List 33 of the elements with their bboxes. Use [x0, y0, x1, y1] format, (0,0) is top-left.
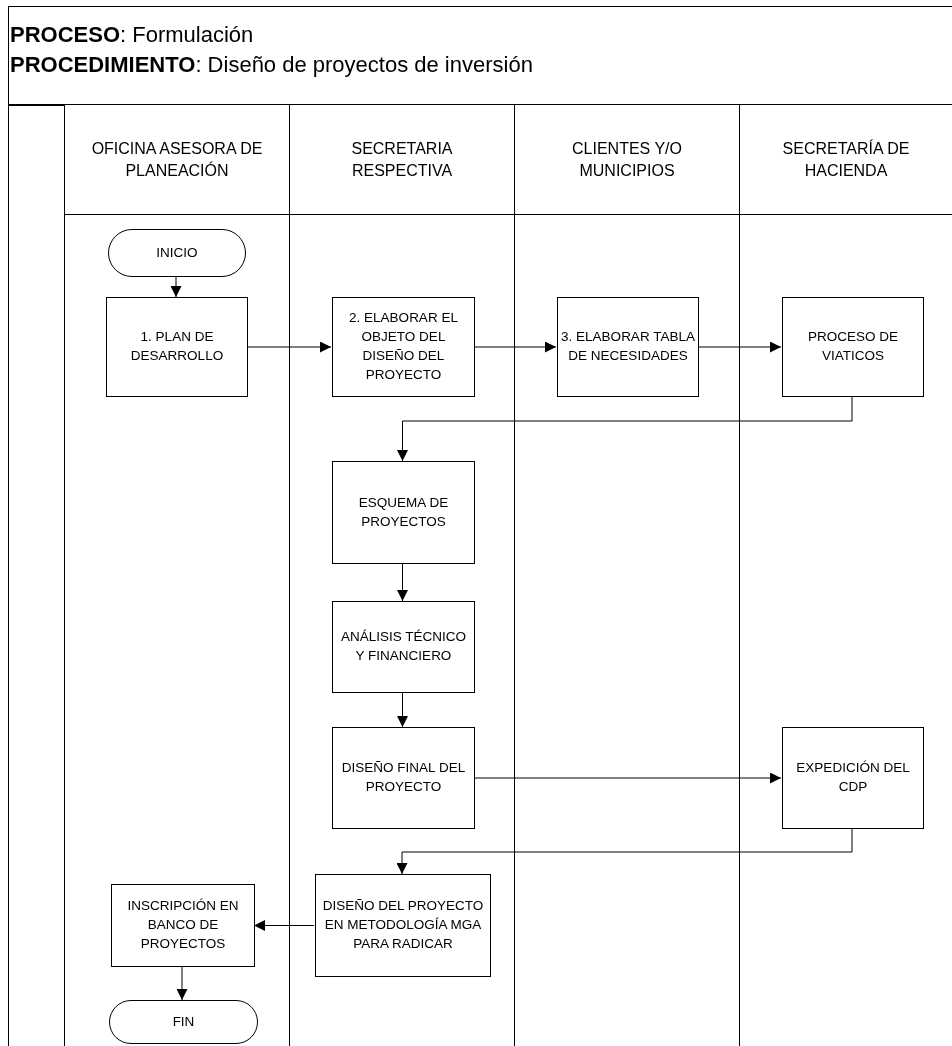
lane-header: OFICINA ASESORA DE PLANEACIÓN	[90, 138, 264, 181]
procedure-title: PROCEDIMIENTO: Diseño de proyectos de inversión	[10, 52, 533, 78]
arrow	[170, 276, 182, 298]
arrow	[397, 396, 853, 462]
lane-header: SECRETARIA RESPECTIVA	[350, 138, 454, 181]
swimlane	[514, 105, 739, 1046]
arrow	[396, 828, 853, 875]
process-box: DISEÑO DEL PROYECTO EN METODOLOGÍA MGA PARA RADICAR	[315, 874, 491, 977]
arrow	[253, 920, 315, 931]
process-box: INSCRIPCIÓN EN BANCO DE PROYECTOS	[111, 884, 255, 967]
process-box: ESQUEMA DE PROYECTOS	[332, 461, 475, 564]
swimlane	[64, 105, 289, 1046]
arrow	[473, 341, 557, 353]
process-box: PROCESO DE VIATICOS	[782, 297, 924, 397]
arrow	[697, 341, 782, 353]
process-box: ANÁLISIS TÉCNICO Y FINANCIERO	[332, 601, 475, 693]
process-box: 2. ELABORAR EL OBJETO DEL DISEÑO DEL PROYECTO	[332, 297, 475, 397]
process-title: PROCESO: Formulación	[10, 22, 254, 48]
process-box: DISEÑO FINAL DEL PROYECTO	[332, 727, 475, 829]
lane-header: CLIENTES Y/O MUNICIPIOS	[571, 138, 683, 181]
arrow	[176, 966, 188, 1001]
terminator: FIN	[109, 1000, 258, 1044]
process-box: EXPEDICIÓN DEL CDP	[782, 727, 924, 829]
swimlane	[289, 105, 514, 1046]
arrow	[397, 563, 408, 602]
process-box: 3. ELABORAR TABLA DE NECESIDADES	[557, 297, 699, 397]
arrow	[473, 772, 782, 784]
arrow	[246, 341, 332, 353]
arrow	[397, 692, 408, 728]
lane-header: SECRETARÍA DE HACIENDA	[781, 138, 911, 181]
terminator: INICIO	[108, 229, 246, 277]
swimlane	[739, 105, 952, 1046]
process-box: 1. PLAN DE DESARROLLO	[106, 297, 248, 397]
